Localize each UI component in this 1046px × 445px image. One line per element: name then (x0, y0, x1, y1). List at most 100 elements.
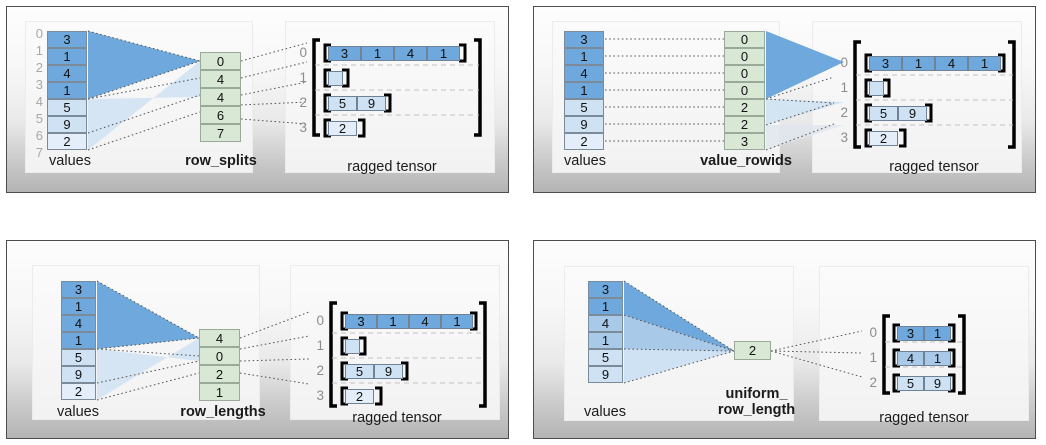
encoding-cell: 6 (200, 106, 241, 124)
value-index-3: 3 (35, 77, 43, 92)
value-cell: 5 (564, 99, 604, 116)
tensor-row-index: 1 (869, 350, 877, 365)
encoding-label: row_lengths (180, 404, 266, 420)
tensor-cell: 1 (427, 46, 460, 61)
encoding-cell: 7 (200, 124, 241, 142)
tensor-cell: 1 (441, 314, 473, 329)
tensor-row-index: 2 (840, 105, 848, 120)
tensor-cell: 9 (357, 96, 386, 111)
encoding-label: row_splits (185, 153, 257, 169)
value-cell: 9 (564, 116, 604, 133)
tensor-cell: 9 (924, 376, 951, 391)
tensor-row-index: 0 (840, 55, 848, 70)
value-cell: 3 (564, 31, 604, 48)
tensor-cell: 4 (897, 351, 924, 366)
tensor-row-index: 3 (299, 120, 307, 135)
value-cell: 2 (61, 383, 96, 400)
value-index-4: 4 (35, 94, 43, 109)
panel-value-rowids: 3 1 4 1 5 9 2 0 0 0 0 2 (533, 6, 1036, 193)
tensor-label: ragged tensor (879, 410, 969, 426)
encoding-cell: 2 (734, 341, 771, 360)
encoding-cell: 2 (724, 116, 765, 133)
tensor-cell-empty (869, 81, 884, 96)
value-index-0: 0 (35, 26, 43, 41)
value-cell: 5 (47, 99, 87, 116)
encoding-cell: 0 (724, 65, 765, 82)
value-cell: 3 (61, 281, 96, 298)
value-cell: 1 (588, 298, 623, 315)
tensor-row-index: 2 (299, 95, 307, 110)
tensor-cell: 5 (328, 96, 357, 111)
tensor-row-index: 2 (869, 375, 877, 390)
value-cell: 4 (588, 315, 623, 332)
tensor-cell: 1 (377, 314, 409, 329)
encoding-cell: 0 (724, 82, 765, 99)
tensor-cell: 2 (869, 131, 898, 146)
value-index-2: 2 (35, 60, 43, 75)
value-cell: 9 (588, 366, 623, 383)
value-cell: 1 (47, 82, 87, 99)
value-index-5: 5 (35, 111, 43, 126)
tensor-cell: 3 (345, 314, 377, 329)
value-cell: 2 (564, 133, 604, 150)
value-cell: 1 (61, 298, 96, 315)
tensor-row-index: 3 (316, 388, 324, 403)
encoding-cell: 4 (199, 329, 240, 347)
encoding-cell: 0 (724, 31, 765, 48)
tensor-row-index: 0 (869, 325, 877, 340)
panel-uniform-row-length: 3 1 4 1 5 9 2 0 1 2 (533, 240, 1036, 439)
panel-row-lengths: 3 1 4 1 5 9 2 4 0 2 1 0 1 (6, 240, 509, 439)
tensor-cell: 9 (898, 106, 927, 121)
encoding-cell: 2 (724, 99, 765, 116)
tensor-row-index: 1 (840, 80, 848, 95)
tensor-cell: 1 (924, 351, 951, 366)
tensor-cell: 1 (924, 326, 951, 341)
tensor-cell: 4 (394, 46, 427, 61)
encoding-cell: 0 (724, 48, 765, 65)
encoding-cell: 4 (200, 70, 241, 88)
values-label: values (564, 153, 606, 169)
panel3-right-box (290, 265, 500, 420)
encoding-cell: 3 (724, 133, 765, 150)
encoding-label: uniform_ row_length (717, 386, 796, 419)
encoding-cell: 1 (199, 383, 240, 401)
tensor-label: ragged tensor (889, 159, 979, 175)
tensor-cell: 1 (361, 46, 394, 61)
values-label: values (57, 404, 99, 420)
tensor-cell: 2 (345, 389, 374, 404)
tensor-row-index: 3 (840, 130, 848, 145)
values-label: values (584, 404, 626, 420)
value-cell: 9 (47, 116, 87, 133)
tensor-cell: 3 (328, 46, 361, 61)
value-cell: 5 (588, 349, 623, 366)
tensor-cell: 4 (935, 56, 968, 71)
tensor-label: ragged tensor (347, 159, 437, 175)
encoding-cell: 0 (199, 347, 240, 365)
value-cell: 1 (47, 48, 87, 65)
tensor-cell: 1 (902, 56, 935, 71)
tensor-row-index: 0 (299, 45, 307, 60)
value-cell: 1 (564, 82, 604, 99)
values-label: values (49, 153, 91, 169)
value-index-6: 6 (35, 128, 43, 143)
panel1-right-box (285, 21, 495, 173)
tensor-cell: 5 (345, 364, 374, 379)
tensor-cell: 9 (374, 364, 403, 379)
value-index-7: 7 (35, 145, 43, 160)
tensor-cell: 5 (897, 376, 924, 391)
encoding-label: value_rowids (700, 153, 792, 169)
tensor-cell: 5 (869, 106, 898, 121)
tensor-cell: 3 (897, 326, 924, 341)
tensor-cell: 3 (869, 56, 902, 71)
value-index-1: 1 (35, 43, 43, 58)
value-cell: 1 (564, 48, 604, 65)
value-cell: 3 (588, 281, 623, 298)
panel2-right-box (812, 21, 1022, 173)
tensor-cell: 2 (328, 121, 357, 136)
encoding-cell: 2 (199, 365, 240, 383)
value-cell: 3 (47, 31, 87, 48)
tensor-cell-empty (345, 339, 360, 354)
encoding-cell: 0 (200, 52, 241, 70)
tensor-cell-empty (328, 71, 343, 86)
